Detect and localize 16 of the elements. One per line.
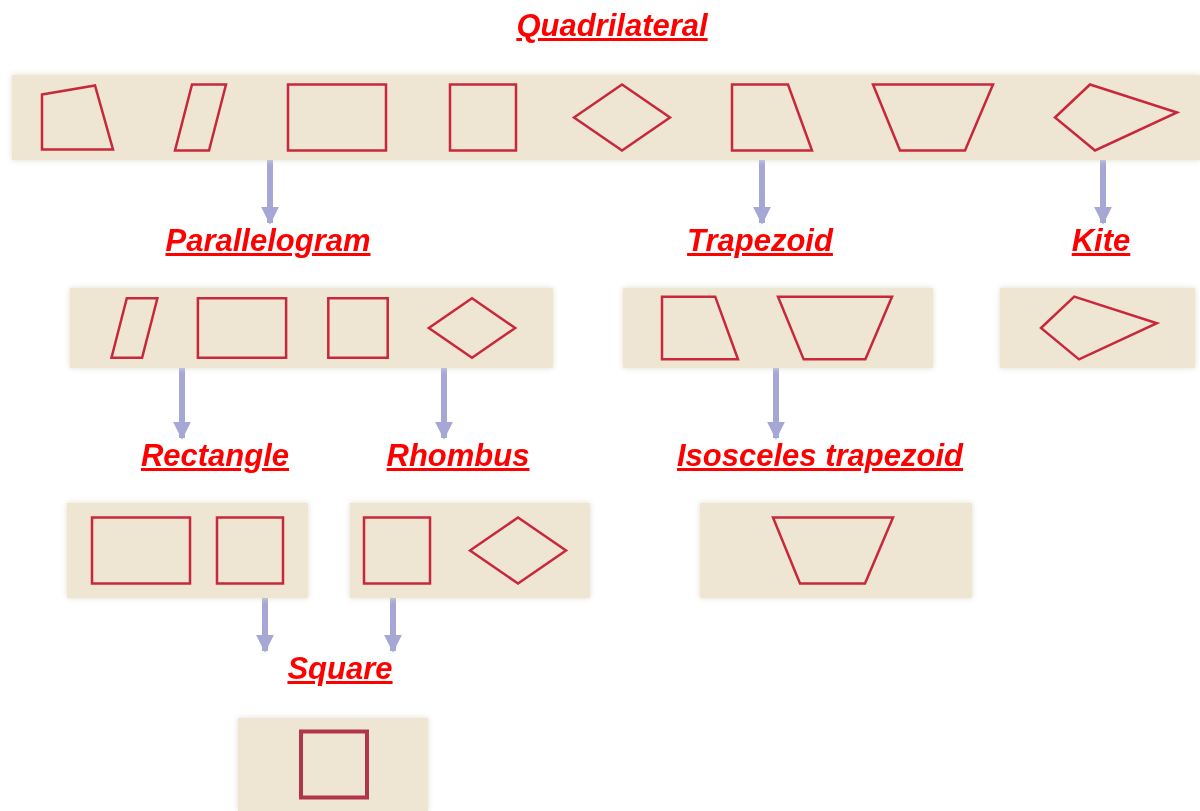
category-heading: Trapezoid bbox=[687, 223, 833, 259]
arrow bbox=[1094, 160, 1112, 225]
category-heading: Quadrilateral bbox=[516, 8, 708, 44]
category-heading: Isosceles trapezoid bbox=[677, 438, 963, 474]
arrow bbox=[256, 598, 274, 653]
arrow bbox=[753, 160, 771, 225]
category-heading: Parallelogram bbox=[165, 223, 371, 259]
arrow bbox=[767, 368, 785, 440]
arrow bbox=[384, 598, 402, 653]
arrow bbox=[173, 368, 191, 440]
arrow bbox=[435, 368, 453, 440]
arrow bbox=[261, 160, 279, 225]
category-heading: Rectangle bbox=[140, 438, 290, 474]
category-heading: Rhombus bbox=[386, 438, 530, 474]
category-heading: Kite bbox=[1071, 223, 1131, 259]
category-heading: Square bbox=[287, 651, 393, 687]
